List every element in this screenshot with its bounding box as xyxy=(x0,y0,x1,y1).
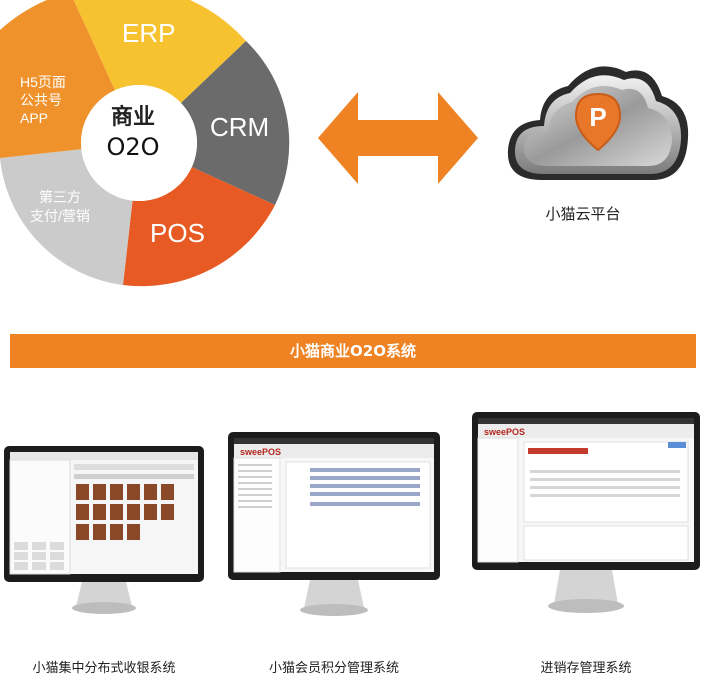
monitor-1-caption: 小猫集中分布式收银系统 xyxy=(32,661,176,676)
segment-payment-label: 第三方 支付/营销 xyxy=(30,188,90,226)
monitor-3-caption: 进销存管理系统 xyxy=(540,661,632,676)
banner-title: 小猫商业O2O系统 xyxy=(290,342,416,360)
cloud-icon: P xyxy=(507,66,689,180)
cloud-title: 小猫云平台 xyxy=(545,205,621,223)
segment-crm-label: CRM xyxy=(210,112,270,142)
monitor-2-caption: 小猫会员积分管理系统 xyxy=(268,661,399,676)
segment-h5-line1: H5页面 xyxy=(20,74,66,90)
double-arrow-icon xyxy=(318,92,478,184)
wheel-center-line2: O2O xyxy=(106,133,160,161)
segment-erp-label: ERP xyxy=(122,18,176,48)
segment-pos-label: POS xyxy=(150,218,205,248)
segment-h5-label: H5页面 公共号 APP xyxy=(20,73,66,127)
svg-text:P: P xyxy=(589,102,606,132)
system-banner: 小猫商业O2O系统 xyxy=(10,334,696,368)
segment-payment-line1: 第三方 xyxy=(38,189,81,205)
monitor-1 xyxy=(4,446,204,614)
segment-erp xyxy=(73,0,246,143)
o2o-wheel xyxy=(0,0,290,287)
segment-crm xyxy=(139,41,290,205)
wheel-center-line1: 商业 xyxy=(110,105,155,130)
wheel-center: 商业 O2O xyxy=(88,104,178,162)
monitor-3-logo: sweePOS xyxy=(484,427,525,437)
p-location-badge-icon: P xyxy=(574,92,622,152)
segment-payment-line2: 支付/营销 xyxy=(30,208,90,224)
segment-h5-line3: APP xyxy=(20,110,49,126)
monitor-3: sweePOS xyxy=(472,412,700,613)
segment-h5-line2: 公共号 xyxy=(20,92,62,108)
monitor-2: sweePOS xyxy=(228,432,440,616)
monitor-2-logo: sweePOS xyxy=(240,447,281,457)
